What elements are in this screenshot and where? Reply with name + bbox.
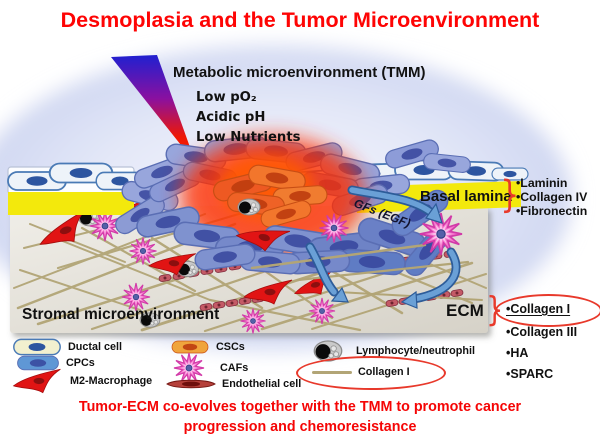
tmm-gradient-wedge — [111, 55, 196, 164]
ecm-component-ha: •HA — [506, 346, 529, 360]
legend-label: Ductal cell — [68, 341, 123, 353]
ecm-brace: } — [486, 290, 504, 330]
legend-label: Lymphocyte/neutrophil — [356, 345, 475, 357]
legend-item-ductal-cell: Ductal cell — [12, 338, 122, 356]
legend-item-cscs: CSCs — [170, 340, 245, 354]
stromal-microenvironment-label: Stromal microenvironment — [22, 306, 220, 323]
legend-label: M2-Macrophage — [70, 375, 153, 387]
basal-lamina-component-fibronectin: •Fibronectin — [516, 204, 588, 218]
legend-label: CAFs — [220, 362, 249, 374]
legend-label: Endothelial cell — [222, 378, 302, 390]
epithelium-left — [7, 162, 145, 215]
basal-lamina-band-left — [8, 192, 134, 215]
tmm-heading: Metabolic microenvironment (TMM) — [173, 64, 426, 81]
tmm-item-low-nutrients: Low Nutrients — [196, 130, 301, 145]
tmm-item-acidic-ph: Acidic pH — [196, 110, 266, 125]
caption-line-2: progression and chemoresistance — [183, 419, 417, 435]
m2-macrophage-icon — [13, 368, 61, 394]
basal-lamina-label: Basal lamina — [420, 188, 512, 205]
legend-item-lymphocyte-neutrophil: Lymphocyte/neutrophil — [306, 340, 475, 362]
basal-lamina-component-laminin: •Laminin — [516, 176, 568, 190]
ecm-component-collagen-3: •Collagen III — [506, 325, 578, 339]
legend-item-m2-macrophage: M2-Macrophage — [10, 368, 152, 394]
ecm-label: ECM — [446, 301, 484, 320]
ecm-component-sparc: •SPARC — [506, 367, 554, 381]
basal-lamina-brace: } — [500, 173, 520, 216]
collagen-1-highlight-oval — [495, 294, 600, 327]
gfs-arrow — [347, 185, 443, 224]
arrows — [305, 185, 461, 309]
stroma-arrow-1 — [400, 247, 461, 309]
legend-label: CSCs — [216, 341, 245, 353]
endothelial-cell-icon — [166, 379, 216, 389]
ductal-cell-icon — [13, 338, 61, 356]
stroma-arrow-2 — [305, 242, 349, 303]
legend-item-endothelial-cell: Endothelial cell — [166, 378, 301, 390]
legend-item-cafs: CAFs — [164, 352, 248, 384]
basal-lamina-component-collagen-iv: •Collagen IV — [516, 190, 588, 204]
caption-line-1: Tumor-ECM co-evolves together with the T… — [78, 399, 522, 415]
tmm-item-low-po2: Low pO₂ — [196, 90, 257, 105]
legend-item-cpcs: CPCs — [16, 355, 95, 371]
legend-label: CPCs — [66, 357, 95, 369]
collagen-1-legend-oval — [296, 356, 446, 390]
page-title: Desmoplasia and the Tumor Microenvironme… — [60, 8, 540, 32]
